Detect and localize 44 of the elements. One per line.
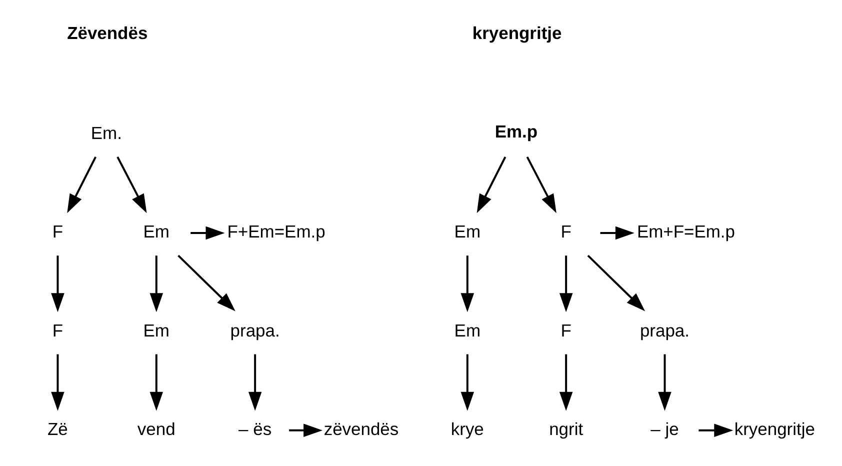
arrow: [658, 354, 671, 411]
node-text: Em.p: [494, 122, 538, 142]
arrow: [50, 256, 64, 312]
node-text: Em: [454, 222, 480, 242]
arrow: [526, 156, 556, 214]
node-text: Em.: [90, 122, 122, 143]
arrow: [288, 424, 322, 437]
node-text: Em: [142, 320, 169, 340]
arrow: [586, 254, 645, 312]
node-text: F: [52, 320, 63, 340]
node-text: Em: [454, 320, 480, 340]
node-text: F+Em=Em.p: [226, 222, 325, 242]
arrow: [50, 354, 64, 411]
label: Zëvendës: [66, 23, 148, 44]
node-text: Em: [142, 222, 169, 242]
arrow: [558, 354, 572, 411]
arrow: [248, 354, 262, 411]
node-text: – ës: [238, 418, 272, 439]
arrow: [460, 354, 474, 411]
arrow: [149, 354, 163, 411]
label: kryengritje: [472, 23, 562, 44]
node-text: F: [560, 222, 571, 242]
node-text: prapa.: [639, 320, 690, 340]
node-text: F: [560, 320, 571, 340]
arrow: [190, 226, 224, 240]
node-text: Zë: [47, 418, 68, 439]
arrow: [558, 256, 572, 312]
arrow: [149, 256, 163, 312]
arrow: [116, 156, 146, 214]
arrow: [66, 156, 96, 214]
arrow: [698, 424, 733, 437]
node-text: – je: [650, 418, 678, 439]
node-text: F: [52, 222, 63, 242]
arrow: [600, 226, 634, 240]
arrow: [177, 254, 235, 312]
arrow: [476, 156, 506, 214]
node-text: zëvendës: [323, 418, 398, 439]
node-text: kryengritje: [734, 418, 814, 439]
node-text: prapa.: [230, 320, 280, 340]
arrow: [460, 256, 474, 312]
node-text: ngrit: [548, 418, 583, 439]
node-text: krye: [450, 418, 484, 439]
node-text: Em+F=Em.p: [636, 222, 735, 242]
node-text: vend: [136, 418, 175, 439]
